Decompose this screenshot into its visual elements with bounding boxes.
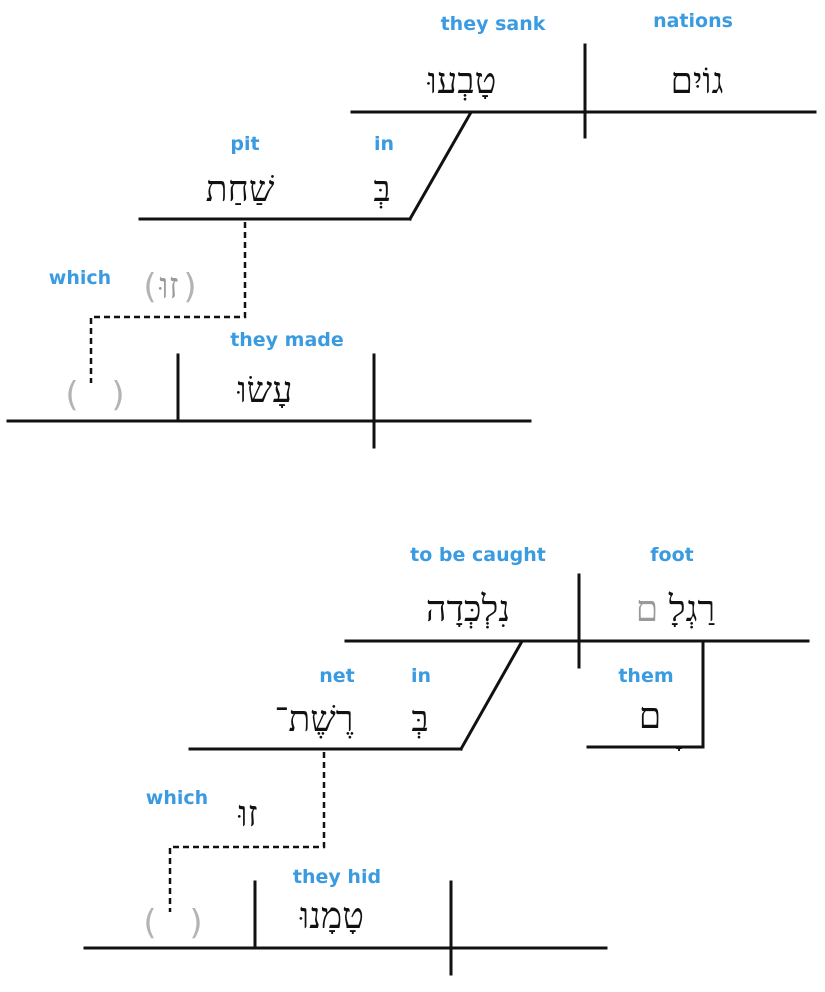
subject-hebrew-2: רַגְלָ (668, 589, 715, 630)
empty-subject-open-1: ( (65, 375, 78, 415)
relative-open-paren-1: ( (143, 267, 156, 307)
relative-connector-1 (89, 222, 247, 383)
relative-hebrew-2: זוּ (237, 794, 257, 835)
possessive-gloss-2: them (618, 665, 673, 687)
prep-hebrew-2: בְּ (411, 699, 428, 740)
object-gloss-2: net (319, 665, 355, 687)
prep-slant-2 (458, 640, 524, 752)
object-hebrew-1: שַׁחַת (206, 169, 275, 210)
relative-gloss-1: which (49, 267, 111, 289)
prep-hebrew-1: בְּ (373, 169, 390, 210)
subject-gloss-1: nations (653, 10, 733, 32)
clause-verb-gloss-1: they made (230, 329, 344, 351)
clause-verb-gloss-2: they hid (293, 866, 381, 888)
empty-subject-close-1: ) (111, 375, 124, 415)
object-hebrew-2: רֶשֶׁת־ (275, 699, 354, 740)
verb-gloss-2: to be caught (410, 544, 546, 566)
relative-connector-2 (168, 752, 326, 912)
prep-gloss-2: in (411, 665, 431, 687)
subject-hebrew-suffix-2: ם (636, 589, 658, 630)
relative-hebrew-1: זוּ (158, 266, 178, 307)
possessive-hebrew-2: ם (639, 696, 661, 737)
verb-hebrew-1: טָבְעוּ (427, 61, 497, 102)
empty-subject-close-2: ) (189, 903, 202, 943)
object-gloss-1: pit (230, 133, 259, 155)
prep-slant-1 (407, 111, 473, 222)
prep-gloss-1: in (374, 133, 394, 155)
clause-verb-hebrew-1: עָשׂוּ (236, 370, 292, 411)
diagram-1: they sank טָבְעוּ nations גוֹיִם in בְּ … (6, 10, 817, 449)
diagram-2: to be caught נִלְכְּדָה foot ם רַגְלָ th… (83, 544, 810, 976)
verb-hebrew-2: נִלְכְּדָה (426, 589, 510, 630)
relative-close-paren-1: ) (183, 267, 196, 307)
empty-subject-open-2: ( (143, 903, 156, 943)
possessive-modifier-line-2 (586, 641, 705, 749)
verb-gloss-1: they sank (441, 13, 546, 35)
relative-gloss-2: which (146, 787, 208, 809)
subject-gloss-2: foot (650, 544, 693, 566)
clause-verb-hebrew-2: טָמָנוּ (299, 896, 364, 937)
subject-hebrew-1: גוֹיִם (671, 61, 724, 102)
